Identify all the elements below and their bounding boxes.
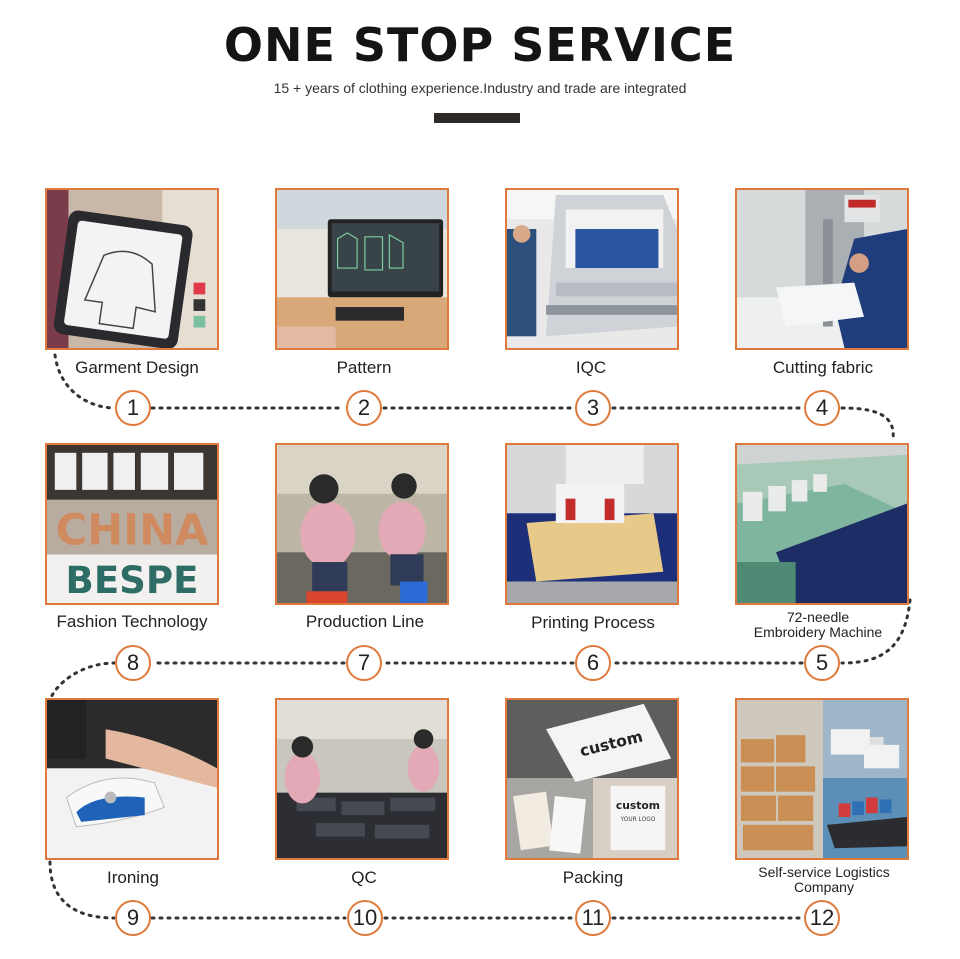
step-number-5: 5 xyxy=(804,645,840,681)
step-label-production-line: Production Line xyxy=(305,612,425,631)
photo-embroidery-machine xyxy=(735,443,909,605)
step-number-2: 2 xyxy=(346,390,382,426)
tag-sub-text: YOUR LOGO xyxy=(619,817,655,823)
page-title: ONE STOP SERVICE xyxy=(223,18,737,72)
tag-brand-text: custom xyxy=(616,799,660,812)
photo-fashion-technology: CHINA BESPE xyxy=(45,443,219,605)
step-label-fashion-technology: Fashion Technology xyxy=(56,612,208,631)
step-number-11: 11 xyxy=(575,900,611,936)
step-label-embroidery-line2: Embroidery Machine xyxy=(753,624,883,640)
step-label-embroidery-line1: 72-needle xyxy=(786,609,850,625)
step-number-7: 7 xyxy=(346,645,382,681)
step-label-garment-design: Garment Design xyxy=(75,358,199,377)
step-label-cutting-fabric: Cutting fabric xyxy=(772,358,874,377)
step-label-ironing: Ironing xyxy=(107,868,159,887)
patch-text-bespe: BESPE xyxy=(66,559,199,602)
photo-ironing xyxy=(45,698,219,860)
step-number-9: 9 xyxy=(115,900,151,936)
photo-iqc xyxy=(505,188,679,350)
step-number-6: 6 xyxy=(575,645,611,681)
photo-pattern xyxy=(275,188,449,350)
step-number-12: 12 xyxy=(804,900,840,936)
step-label-printing-process: Printing Process xyxy=(531,613,655,632)
step-label-iqc: IQC xyxy=(575,358,607,377)
photo-production-line xyxy=(275,443,449,605)
photo-packing: custom custom YOUR LOGO xyxy=(505,698,679,860)
page-subtitle: 15 + years of clothing experience.Indust… xyxy=(273,80,687,96)
photo-garment-design xyxy=(45,188,219,350)
step-label-pattern: Pattern xyxy=(336,358,392,377)
step-label-logistics-line2: Company xyxy=(794,879,854,895)
photo-printing-process xyxy=(505,443,679,605)
title-underline xyxy=(434,113,520,123)
step-label-logistics-line1: Self-service Logistics xyxy=(758,864,890,880)
photo-qc xyxy=(275,698,449,860)
step-label-logistics: Self-service Logistics Company xyxy=(709,865,939,895)
step-number-4: 4 xyxy=(804,390,840,426)
step-label-qc: QC xyxy=(351,868,377,887)
step-number-3: 3 xyxy=(575,390,611,426)
step-label-embroidery-machine: 72-needle Embroidery Machine xyxy=(703,610,933,640)
step-label-packing: Packing xyxy=(562,868,624,887)
step-number-1: 1 xyxy=(115,390,151,426)
patch-text-china: CHINA xyxy=(56,506,209,556)
photo-logistics xyxy=(735,698,909,860)
step-number-10: 10 xyxy=(347,900,383,936)
step-number-8: 8 xyxy=(115,645,151,681)
photo-cutting-fabric xyxy=(735,188,909,350)
